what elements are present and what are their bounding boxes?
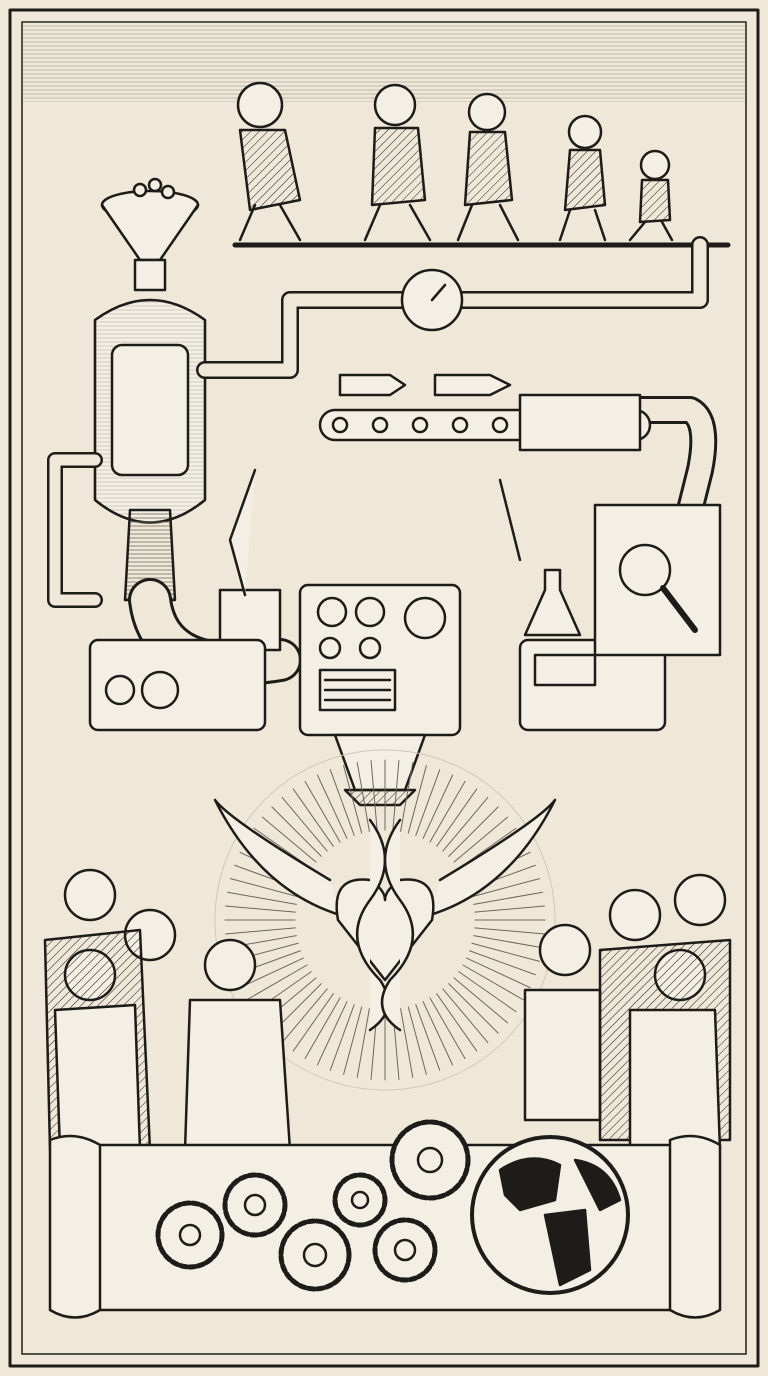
sun-ray bbox=[226, 891, 297, 905]
flask-icon bbox=[523, 568, 582, 637]
sun-ray bbox=[239, 957, 304, 989]
worker bbox=[628, 149, 674, 242]
sun-ray bbox=[392, 760, 400, 831]
worker bbox=[236, 81, 302, 242]
sun-ray bbox=[436, 993, 478, 1052]
sun-ray bbox=[292, 788, 334, 847]
robot-arm bbox=[498, 478, 522, 562]
winged-heart-icon bbox=[213, 798, 557, 1032]
sun-ray bbox=[448, 983, 499, 1034]
sun-ray bbox=[329, 769, 355, 836]
sun-ray bbox=[356, 761, 370, 832]
sun-ray bbox=[458, 971, 517, 1013]
worker bbox=[363, 83, 432, 242]
central-machine bbox=[88, 468, 722, 807]
sun-ray bbox=[471, 942, 541, 962]
sun-ray bbox=[281, 796, 328, 852]
sun-ray bbox=[400, 761, 414, 832]
sun-ray bbox=[316, 774, 348, 839]
radiating-rays bbox=[214, 749, 556, 1091]
sun-ray bbox=[422, 774, 454, 839]
gears-icon bbox=[155, 1119, 471, 1292]
sun-ray bbox=[304, 997, 341, 1060]
sun-ray bbox=[429, 780, 466, 843]
sun-ray bbox=[281, 988, 328, 1044]
sun-ray bbox=[448, 806, 499, 857]
rocket-icon bbox=[433, 373, 512, 397]
sun-ray bbox=[473, 891, 544, 905]
boiler-tank bbox=[93, 298, 207, 602]
sun-ray bbox=[453, 816, 509, 863]
sun-ray bbox=[415, 1004, 441, 1071]
sun-ray bbox=[271, 806, 322, 857]
sun-ray bbox=[462, 964, 525, 1001]
worker bbox=[558, 114, 607, 242]
sun-ray bbox=[415, 769, 441, 836]
pressure-gauge-icon bbox=[400, 268, 464, 332]
sun-ray bbox=[292, 993, 334, 1052]
sun-ray bbox=[304, 780, 341, 843]
cheering-crowd-right bbox=[523, 873, 732, 1152]
worker bbox=[456, 92, 520, 242]
robot-arm bbox=[228, 468, 257, 597]
magnifier-icon bbox=[618, 543, 672, 597]
sun-ray bbox=[407, 1006, 427, 1076]
blank-label-plate bbox=[110, 343, 190, 477]
sun-ray bbox=[442, 796, 489, 852]
cheering-crowd-left bbox=[43, 868, 292, 1152]
sun-ray bbox=[474, 905, 545, 913]
rocket-icon bbox=[338, 373, 407, 397]
sun-ray bbox=[436, 788, 478, 847]
sun-ray bbox=[442, 988, 489, 1044]
sun-ray bbox=[356, 1008, 370, 1079]
sun-ray bbox=[429, 997, 466, 1060]
sun-ray bbox=[407, 764, 427, 834]
sun-ray bbox=[453, 977, 509, 1024]
sun-ray bbox=[316, 1001, 348, 1066]
sun-ray bbox=[473, 935, 544, 949]
sun-ray bbox=[466, 957, 531, 989]
sun-ray bbox=[469, 950, 536, 976]
sun-ray bbox=[343, 1006, 363, 1076]
workers-with-coins bbox=[232, 81, 731, 248]
sun-ray bbox=[370, 760, 378, 831]
sun-ray bbox=[329, 1004, 355, 1071]
pipes bbox=[47, 236, 718, 686]
sun-ray bbox=[471, 878, 541, 898]
globe-icon bbox=[470, 1135, 630, 1295]
sun-ray bbox=[229, 878, 299, 898]
sun-ray bbox=[261, 816, 317, 863]
sun-ray bbox=[245, 964, 308, 1001]
sun-ray bbox=[422, 1001, 454, 1066]
rocket-conveyor bbox=[318, 373, 652, 452]
sun-ray bbox=[474, 927, 545, 935]
sun-ray bbox=[343, 764, 363, 834]
coin-funnel bbox=[100, 177, 200, 292]
sun-ray bbox=[225, 927, 296, 935]
sun-ray bbox=[400, 1008, 414, 1079]
sun-ray bbox=[225, 905, 296, 913]
